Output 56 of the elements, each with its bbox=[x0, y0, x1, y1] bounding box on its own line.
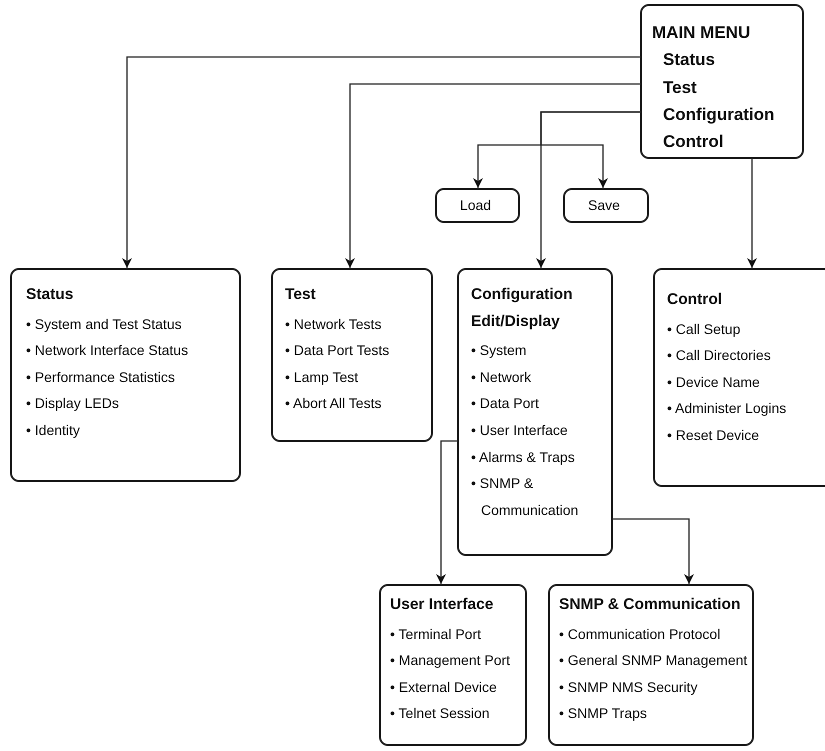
menu-heading: Test bbox=[285, 285, 317, 305]
menu-item: • SNMP & Communication bbox=[471, 474, 580, 520]
menu-box bbox=[457, 268, 613, 556]
action-box bbox=[435, 188, 520, 223]
menu-item: • Network bbox=[471, 368, 532, 387]
menu-item: • Reset Device bbox=[667, 426, 760, 445]
menu-item: • Administer Logins bbox=[667, 399, 788, 418]
menu-item: • Identity bbox=[26, 420, 81, 440]
menu-item: • Performance Statistics bbox=[26, 368, 176, 387]
menu-item: Test bbox=[662, 76, 698, 99]
arrow bbox=[436, 440, 457, 584]
menu-heading: Status bbox=[26, 285, 74, 305]
menu-item: • Data Port Tests bbox=[285, 341, 390, 360]
menu-item: • Network Interface Status bbox=[26, 341, 190, 360]
action-box bbox=[563, 188, 649, 223]
menu-heading: Control bbox=[667, 290, 724, 310]
menu-item: • Management Port bbox=[390, 651, 512, 670]
arrow bbox=[747, 159, 757, 268]
menu-heading: MAIN MENU bbox=[652, 22, 752, 44]
menu-item: Status bbox=[662, 49, 716, 72]
menu-item: • General SNMP Management bbox=[559, 651, 748, 670]
menu-item: • Device Name bbox=[667, 372, 761, 392]
menu-item: • External Device bbox=[390, 678, 498, 697]
menu-item: • SNMP Traps bbox=[559, 704, 648, 724]
arrow bbox=[613, 518, 694, 584]
menu-box bbox=[653, 268, 825, 487]
arrow bbox=[345, 83, 640, 268]
menu-box bbox=[548, 584, 754, 746]
menu-box bbox=[379, 584, 527, 746]
arrow bbox=[122, 56, 640, 268]
menu-item: • Network Tests bbox=[285, 314, 382, 334]
menu-item: • SNMP NMS Security bbox=[559, 678, 698, 697]
menu-box bbox=[10, 268, 241, 482]
menu-item: • Abort All Tests bbox=[285, 394, 382, 414]
menu-item: • Lamp Test bbox=[285, 368, 360, 387]
menu-item: Configuration bbox=[662, 104, 776, 126]
arrow bbox=[540, 111, 640, 188]
menu-box bbox=[271, 268, 433, 442]
action-label: Save bbox=[587, 196, 621, 215]
menu-item: • Alarms & Traps bbox=[471, 448, 576, 467]
menu-item: • Call Directories bbox=[667, 346, 772, 366]
menu-item: • Call Setup bbox=[667, 320, 742, 339]
menu-heading: SNMP & Communication bbox=[559, 595, 742, 615]
menu-item: • User Interface bbox=[471, 420, 569, 440]
menu-item: • Communication Protocol bbox=[559, 624, 722, 644]
menu-item: • Data Port bbox=[471, 394, 540, 414]
menu-item: Control bbox=[662, 131, 724, 154]
menu-box bbox=[640, 4, 804, 159]
menu-item: • System and Test Status bbox=[26, 314, 183, 334]
menu-heading: User Interface bbox=[390, 595, 494, 615]
action-label: Load bbox=[458, 196, 492, 215]
menu-item: • Terminal Port bbox=[390, 624, 482, 644]
menu-heading: Configuration Edit/Display bbox=[471, 285, 574, 332]
menu-item: • Display LEDs bbox=[26, 394, 120, 414]
menu-item: • Telnet Session bbox=[390, 704, 491, 724]
menu-item: • System bbox=[471, 341, 528, 360]
